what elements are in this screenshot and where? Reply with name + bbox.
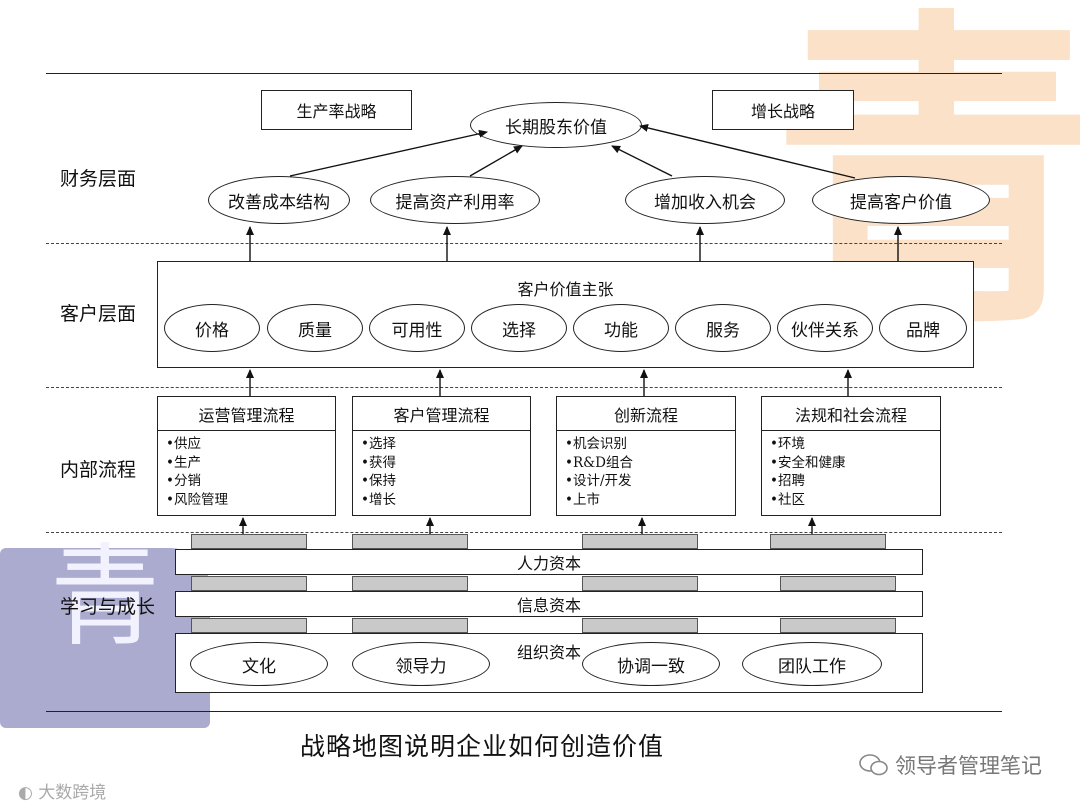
connector-arrows xyxy=(0,0,1080,810)
